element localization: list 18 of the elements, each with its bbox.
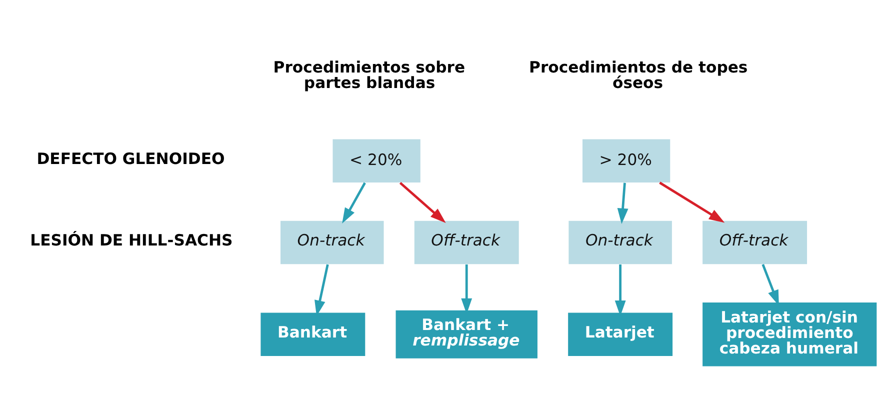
arrow: [399, 182, 446, 224]
node-box: Bankart + remplissage: [396, 310, 538, 358]
node-box: > 20%: [582, 139, 670, 182]
label: Procedimientos sobre partes blandas: [273, 58, 466, 92]
node-box: Latarjet: [568, 312, 673, 356]
node-box: < 20%: [332, 139, 420, 182]
node-box: Latarjet con/sin procedimiento cabeza humeral: [702, 302, 877, 366]
label: DEFECTO GLENOIDEO: [36, 150, 225, 168]
label: LESIÓN DE HILL-SACHS: [30, 231, 233, 250]
label: Procedimientos de topes óseos: [529, 58, 748, 92]
arrow: [659, 182, 725, 223]
arrow: [617, 182, 628, 224]
arrow: [342, 182, 366, 224]
node-box: Off-track: [414, 220, 519, 264]
node-box: On-track: [568, 220, 672, 264]
node-box: Off-track: [702, 220, 808, 264]
node-box: Bankart: [260, 312, 366, 356]
node-box: On-track: [280, 220, 384, 264]
